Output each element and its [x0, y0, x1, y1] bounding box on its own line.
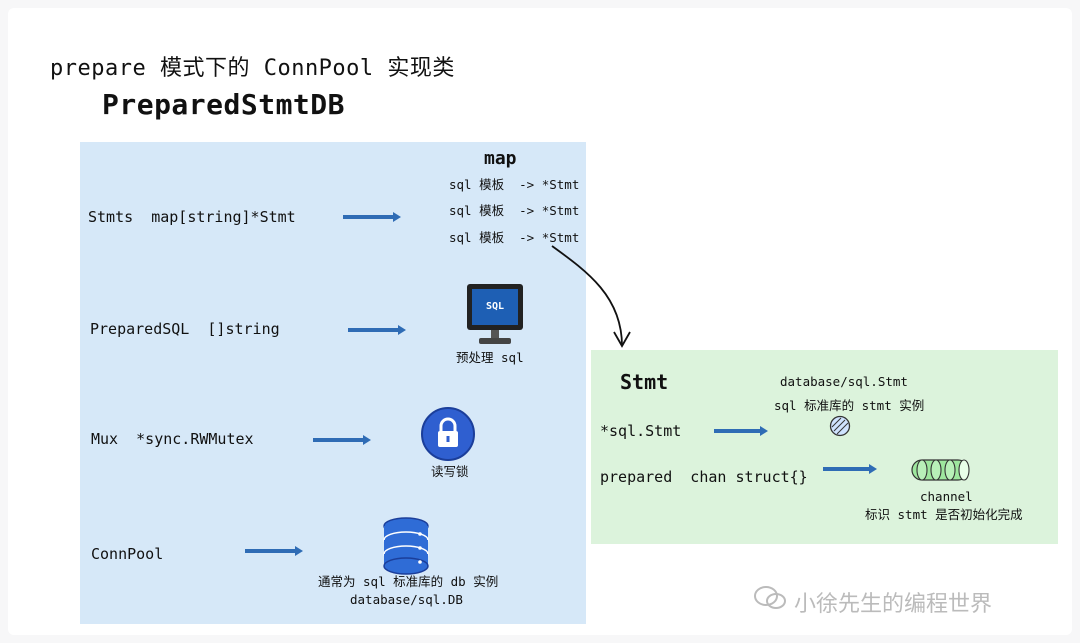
db-caption-line2: database/sql.DB [350, 592, 463, 607]
db-caption-line1: 通常为 sql 标准库的 db 实例 [318, 574, 499, 589]
channel-icon [911, 459, 970, 481]
diagram-canvas: prepare 模式下的 ConnPool 实现类 PreparedStmtDB… [8, 8, 1072, 635]
monitor-screen-text: SQL [486, 301, 505, 312]
channel-label: channel [920, 489, 973, 504]
arrow-mux [313, 435, 371, 445]
stmt-note-line1: database/sql.Stmt [780, 374, 908, 389]
map-row: sql 模板 -> *Stmt [449, 203, 580, 218]
monitor-caption: 预处理 sql [456, 350, 524, 365]
map-to-stmt-arrow [551, 245, 631, 348]
database-icon [383, 517, 429, 575]
map-row: sql 模板 -> *Stmt [449, 177, 580, 192]
channel-caption: 标识 stmt 是否初始化完成 [865, 507, 1023, 522]
field-prepared-sql: PreparedSQL []string [90, 320, 280, 338]
field-stmts: Stmts map[string]*Stmt [88, 208, 296, 226]
monitor-sql-icon [467, 284, 523, 344]
arrow-connpool [245, 546, 303, 556]
wechat-icon [754, 586, 786, 609]
lock-caption: 读写锁 [431, 464, 469, 479]
hatched-circle-icon [829, 415, 851, 437]
arrow-sql-stmt [714, 426, 768, 436]
stmt-title: Stmt [620, 370, 669, 394]
stmt-field-sql-stmt: *sql.Stmt [600, 422, 682, 440]
stmt-panel [591, 350, 1058, 544]
stmt-note-line2: sql 标准库的 stmt 实例 [774, 398, 925, 413]
arrow-stmts [343, 212, 401, 222]
stmt-field-prepared: prepared chan struct{} [600, 468, 808, 486]
field-connpool: ConnPool [91, 545, 164, 563]
arrow-prepared-sql [348, 325, 406, 335]
map-title: map [484, 148, 517, 169]
arrow-prepared [823, 464, 877, 474]
lock-icon [421, 407, 475, 461]
map-row: sql 模板 -> *Stmt [449, 230, 580, 245]
diagram-subtitle: PreparedStmtDB [102, 88, 346, 121]
watermark-text: 小徐先生的编程世界 [794, 592, 993, 617]
field-mux: Mux *sync.RWMutex [91, 430, 254, 448]
prepared-stmt-db-panel [80, 142, 586, 624]
diagram-title: prepare 模式下的 ConnPool 实现类 [50, 56, 455, 81]
